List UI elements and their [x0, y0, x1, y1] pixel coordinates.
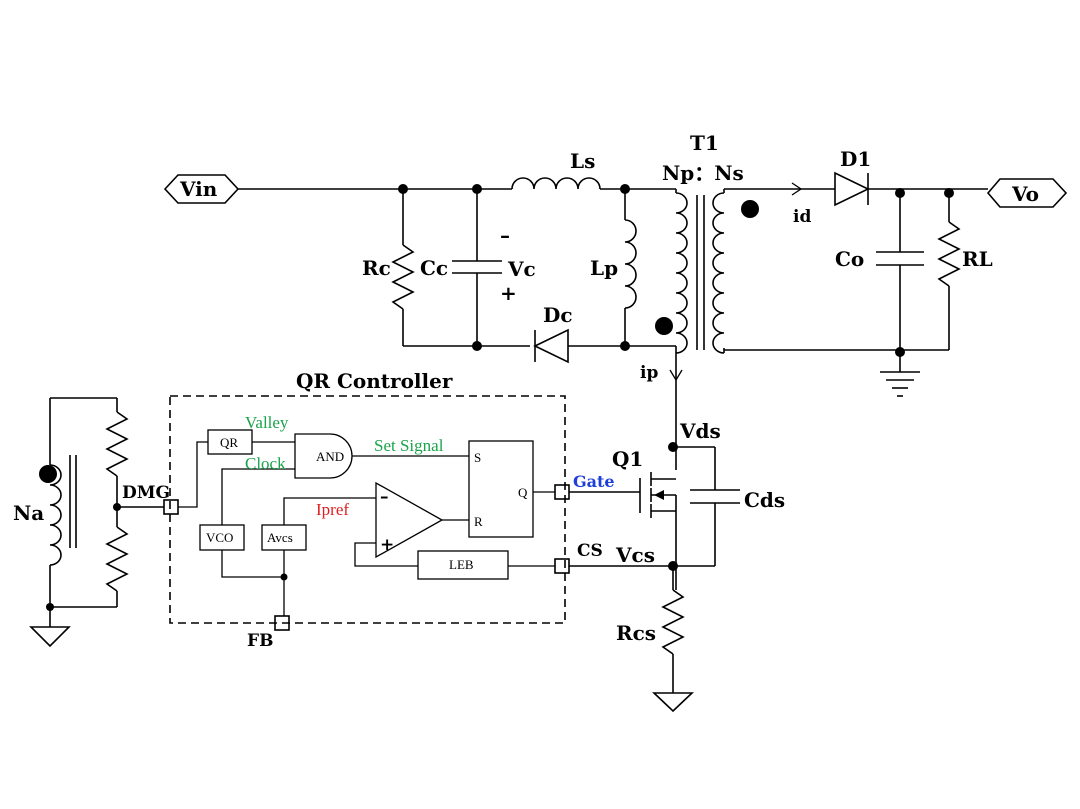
rl-label: RL: [962, 247, 993, 271]
transformer-t1: T1 Np：Ns: [655, 131, 759, 354]
leb-to-comparator-wire: [354, 542, 418, 567]
cds-label: Cds: [744, 488, 785, 512]
avcs-block-label: Avcs: [267, 530, 293, 545]
controller-title: QR Controller: [296, 369, 453, 393]
clock-wire: [221, 468, 295, 525]
q1-label: Q1: [612, 447, 643, 471]
junction-dot: [280, 573, 288, 581]
fb-label: FB: [247, 631, 273, 651]
vin-label: Vin: [179, 177, 218, 201]
comparator-minus: –: [380, 487, 389, 507]
primary-polarity-dot: [655, 317, 673, 335]
junction-dot: [620, 341, 630, 351]
dc-diode: Dc: [533, 303, 573, 364]
dmg-label: DMG: [122, 483, 170, 503]
id-arrow-icon: [791, 182, 803, 196]
rcs-ground-icon: [651, 692, 695, 713]
rcs-resistor: Rcs: [616, 566, 685, 693]
cds-capacitor: Cds: [673, 447, 785, 567]
gate-pin: [554, 484, 570, 500]
vin-terminal: Vin: [163, 174, 240, 204]
set-signal-label: Set Signal: [374, 436, 444, 455]
co-capacitor: Co: [835, 193, 924, 350]
vcs-label: Vcs: [615, 543, 655, 567]
latch-r-label: R: [474, 514, 483, 529]
vc-plus-sign: +: [500, 281, 517, 305]
q1-mosfet: Q1: [612, 447, 677, 518]
ip-arrow-icon: [669, 369, 683, 382]
ls-label: Ls: [570, 149, 595, 173]
rcs-label: Rcs: [616, 621, 656, 645]
lp-inductor: Lp: [590, 189, 637, 346]
secondary-ground-icon: [880, 352, 920, 397]
latch-s-label: S: [474, 450, 481, 465]
aux-ground-icon: [29, 626, 71, 648]
cs-pin: [554, 558, 570, 574]
dmg-to-qr-wire: [178, 441, 208, 508]
comparator-plus: +: [380, 535, 394, 555]
vc-label: Vc: [507, 257, 536, 281]
d1-diode: D1: [834, 147, 871, 207]
qr-controller: QR Controller DMG FB Gate CS QR Valley A…: [122, 369, 615, 651]
latch-q-label: Q: [518, 485, 528, 500]
vo-terminal: Vo: [986, 178, 1068, 208]
fb-pin: [274, 615, 290, 631]
and-gate: [294, 433, 353, 479]
vds-label: Vds: [679, 419, 721, 443]
ipref-label: Ipref: [316, 500, 349, 519]
vc-minus-sign: –: [500, 223, 510, 247]
controller-boundary: [169, 395, 566, 624]
and-gate-label: AND: [316, 449, 344, 464]
id-label: id: [793, 207, 811, 227]
dc-label: Dc: [543, 303, 573, 327]
na-aux-winding: Na: [13, 397, 164, 627]
ls-inductor: Ls: [511, 149, 601, 190]
junction-dot: [472, 341, 482, 351]
rc-resistor: Rc: [362, 189, 415, 346]
cs-label: CS: [577, 541, 603, 561]
current-comparator: [375, 481, 444, 559]
ipref-wire: [283, 497, 376, 525]
leb-block: [417, 550, 509, 580]
ip-label: ip: [640, 363, 658, 383]
cc-label: Cc: [420, 256, 448, 280]
vco-block-label: VCO: [206, 530, 233, 545]
vo-label: Vo: [1011, 182, 1039, 206]
d1-label: D1: [840, 147, 871, 171]
sr-latch: [468, 440, 534, 538]
clock-label: Clock: [245, 454, 286, 473]
cc-capacitor: Cc Vc – +: [420, 189, 536, 346]
vco-fb-wire: [221, 550, 284, 578]
np-ns-label: Np：Ns: [662, 161, 744, 185]
lp-label: Lp: [590, 256, 618, 280]
leb-block-label: LEB: [449, 557, 474, 572]
rc-label: Rc: [362, 256, 391, 280]
valley-label: Valley: [245, 413, 289, 432]
qr-block-label: QR: [220, 435, 238, 450]
t1-label: T1: [690, 131, 719, 155]
rl-resistor: RL: [937, 193, 993, 350]
na-label: Na: [13, 501, 44, 525]
gate-label: Gate: [573, 472, 615, 491]
secondary-polarity-dot: [741, 200, 759, 218]
co-label: Co: [835, 247, 864, 271]
aux-polarity-dot: [39, 465, 57, 483]
